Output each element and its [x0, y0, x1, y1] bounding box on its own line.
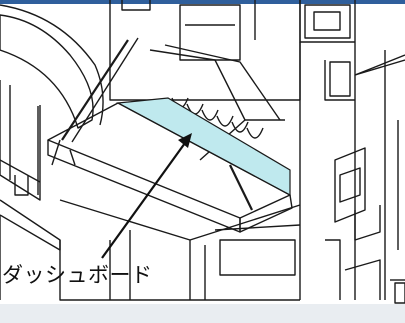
bottom-band — [0, 304, 405, 323]
dashboard-label: ダッシュボード — [2, 263, 153, 287]
top-bar — [0, 0, 405, 4]
right-chain — [229, 164, 253, 211]
left-frame — [0, 80, 41, 201]
dashboard-highlight — [115, 97, 291, 197]
upper-frame — [109, 0, 301, 101]
left-chain — [61, 39, 129, 141]
right-tower — [354, 0, 405, 76]
fan-housing — [0, 14, 94, 129]
lower-frame — [59, 240, 300, 301]
leader-arrow — [101, 133, 192, 259]
control-box — [334, 147, 366, 223]
